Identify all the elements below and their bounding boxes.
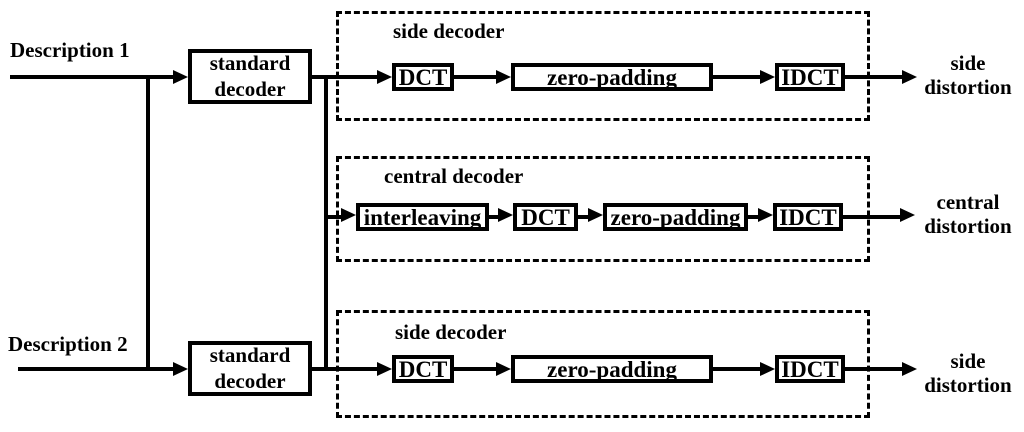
arrowhead-icon bbox=[173, 362, 188, 376]
zeropadding-to-idct-line-central bbox=[748, 215, 759, 219]
output-label-line: side bbox=[950, 51, 986, 75]
group-title-side-decoder-top: side decoder bbox=[393, 19, 505, 43]
arrowhead-icon bbox=[900, 208, 915, 222]
description1-line bbox=[10, 75, 174, 79]
arrowhead-icon bbox=[760, 70, 775, 84]
side-decoder-group-bottom bbox=[336, 310, 870, 418]
bus-to-interleaving-line bbox=[328, 215, 342, 219]
dct-block-central: DCT bbox=[513, 203, 578, 231]
arrowhead-icon bbox=[496, 362, 511, 376]
side-output-line-top bbox=[845, 75, 903, 79]
output-label-line: central bbox=[936, 190, 1000, 214]
dct-to-zeropadding-line-bottom bbox=[454, 367, 496, 371]
inputs-bus-connector bbox=[146, 75, 150, 371]
side-decoder-group-top bbox=[336, 11, 870, 121]
standard-decoder-block-1: standard decoder bbox=[188, 49, 312, 104]
dct-to-zeropadding-line-central bbox=[578, 215, 589, 219]
interleaving-block: interleaving bbox=[356, 203, 489, 231]
arrowhead-icon bbox=[758, 208, 773, 222]
description2-line bbox=[18, 367, 174, 371]
arrowhead-icon bbox=[377, 70, 392, 84]
output-label-line: distortion bbox=[924, 214, 1012, 238]
dct-block-bottom: DCT bbox=[392, 355, 454, 383]
central-decoder-group bbox=[336, 156, 870, 262]
output-label-line: distortion bbox=[924, 75, 1012, 99]
decoder1-output-line bbox=[312, 75, 378, 79]
arrowhead-icon bbox=[498, 208, 513, 222]
dct-to-zeropadding-line-top bbox=[454, 75, 496, 79]
group-title-side-decoder-bottom: side decoder bbox=[395, 320, 507, 344]
dct-block-top: DCT bbox=[392, 63, 454, 91]
arrowhead-icon bbox=[588, 208, 603, 222]
central-output-line bbox=[843, 215, 901, 219]
zeropadding-to-idct-line-top bbox=[713, 75, 760, 79]
arrowhead-icon bbox=[760, 362, 775, 376]
zeropadding-to-idct-line-bottom bbox=[713, 367, 760, 371]
idct-block-central: IDCT bbox=[773, 203, 843, 231]
output-label-line: distortion bbox=[924, 373, 1012, 397]
output-label-line: side bbox=[950, 349, 986, 373]
standard-decoder-block-2: standard decoder bbox=[188, 341, 312, 396]
zero-padding-block-central: zero-padding bbox=[603, 203, 748, 231]
output-label-central-distortion: central distortion bbox=[912, 190, 1024, 238]
arrowhead-icon bbox=[341, 208, 356, 222]
arrowhead-icon bbox=[496, 70, 511, 84]
arrowhead-icon bbox=[377, 362, 392, 376]
arrowhead-icon bbox=[173, 70, 188, 84]
input-label-description-1: Description 1 bbox=[10, 38, 130, 62]
idct-block-top: IDCT bbox=[775, 63, 845, 91]
output-label-side-distortion-top: side distortion bbox=[912, 51, 1024, 99]
group-title-central-decoder: central decoder bbox=[384, 164, 524, 188]
decoder2-output-line bbox=[312, 367, 378, 371]
zero-padding-block-top: zero-padding bbox=[511, 63, 713, 91]
idct-block-bottom: IDCT bbox=[775, 355, 845, 383]
zero-padding-block-bottom: zero-padding bbox=[511, 355, 713, 383]
output-label-side-distortion-bottom: side distortion bbox=[912, 349, 1024, 397]
input-label-description-2: Description 2 bbox=[8, 332, 128, 356]
arrowhead-icon bbox=[902, 70, 917, 84]
arrowhead-icon bbox=[902, 362, 917, 376]
decoder-outputs-bus-connector bbox=[324, 75, 328, 371]
interleaving-to-dct-line bbox=[489, 215, 499, 219]
side-output-line-bottom bbox=[845, 367, 903, 371]
